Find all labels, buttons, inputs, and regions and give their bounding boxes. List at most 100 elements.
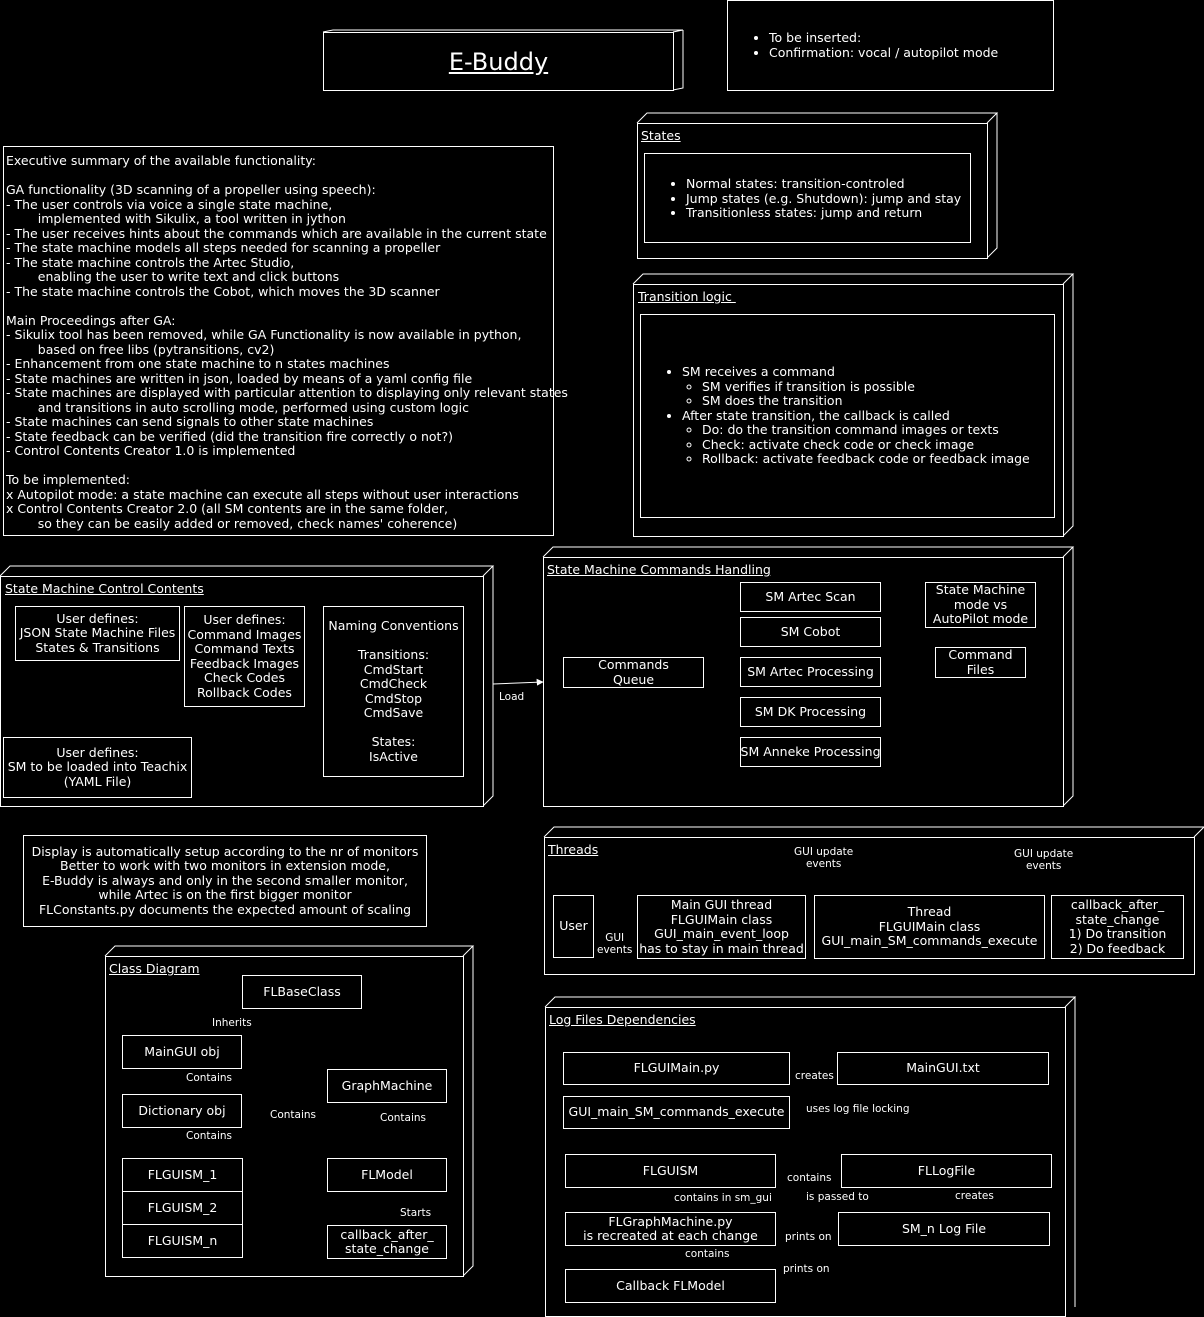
summary-line: - State feedback can be verified (did th… — [6, 428, 453, 444]
summary-line: implemented with Sikulix, a tool written… — [6, 211, 346, 226]
summary-line: Executive summary of the available funct… — [6, 153, 316, 168]
summary-line: - Control Contents Creator 1.0 is implem… — [6, 443, 296, 458]
dictionary-box: Dictionary obj — [122, 1094, 242, 1128]
summary-line: enabling the user to write text and clic… — [6, 269, 340, 284]
summary-line: - The state machine controls the Artec S… — [6, 254, 295, 270]
flguimain-box: FLGUIMain.py — [563, 1052, 790, 1085]
diagram-title: E-Buddy — [448, 47, 549, 76]
sm-mode-box: State Machine mode vs AutoPilot mode — [925, 582, 1036, 628]
sm-thread-box: Thread FLGUIMain class GUI_main_SM_comma… — [814, 895, 1045, 959]
summary-line — [6, 299, 568, 314]
inherits-label: Inherits — [212, 1017, 252, 1029]
transition-subitem: Check: activate check code or check imag… — [702, 437, 1030, 453]
graphmachine-box: GraphMachine — [327, 1069, 447, 1103]
gui-update-label: GUI update events — [794, 846, 854, 870]
prints-on-label: prints on — [785, 1231, 832, 1243]
starts-label: Starts — [400, 1207, 432, 1219]
commands-execute-box: GUI_main_SM_commands_execute — [563, 1096, 790, 1129]
transition-title: Transition logic — [638, 289, 736, 304]
summary-line: - State machines can send signals to oth… — [6, 414, 374, 429]
transition-item: After state transition, the callback is … — [682, 408, 1030, 424]
maingui-txt-box: MainGUI.txt — [837, 1052, 1049, 1085]
contains-label: Contains — [186, 1072, 233, 1084]
state-item: Transitionless states: jump and return — [686, 205, 961, 221]
locking-label: uses log file locking — [806, 1103, 910, 1115]
prints-on-label: prints on — [783, 1263, 830, 1275]
gui-events-label: GUI events — [597, 932, 633, 956]
summary-line: x Autopilot mode: a state machine can ex… — [6, 486, 519, 502]
summary-line: - The user controls via voice a single s… — [6, 196, 333, 212]
contains-label: Contains — [380, 1112, 427, 1124]
contains-sm-gui-label: contains in sm_gui — [674, 1192, 772, 1204]
fllogfile-box: FLLogFile — [841, 1154, 1052, 1188]
todo-item: To be inserted: — [769, 30, 998, 46]
states-panel: States Normal states: transition-control… — [637, 123, 988, 259]
flmodel-box: FLModel — [327, 1158, 447, 1192]
command-files-box: Command Files — [935, 647, 1026, 678]
user-box: User — [553, 895, 594, 958]
diagram-title-box: E-Buddy — [323, 32, 674, 91]
command-definition-box: User defines: Command Images Command Tex… — [184, 606, 305, 707]
creates-label: creates — [795, 1070, 834, 1082]
summary-line: so they can be easily added or removed, … — [6, 515, 458, 531]
todo-note: To be inserted: Confirmation: vocal / au… — [727, 0, 1054, 91]
summary-line: based on free libs (pytransitions, cv2) — [6, 341, 275, 357]
commands-title: State Machine Commands Handling — [547, 562, 771, 577]
states-list-box: Normal states: transition-controled Jump… — [644, 153, 971, 243]
threads-title: Threads — [548, 842, 599, 857]
transition-item: SM receives a command — [682, 364, 1030, 380]
flgraphmachine-box: FLGraphMachine.py is recreated at each c… — [565, 1212, 776, 1246]
json-definition-box: User defines: JSON State Machine Files S… — [15, 606, 180, 661]
summary-line: To be implemented: — [6, 472, 131, 487]
state-item: Jump states (e.g. Shutdown): jump and st… — [686, 191, 961, 207]
flbaseclass-box: FLBaseClass — [242, 975, 362, 1009]
flguism-log-box: FLGUISM — [565, 1154, 776, 1188]
states-list: Normal states: transition-controled Jump… — [670, 176, 961, 221]
class-callback-box: callback_after_ state_change — [327, 1225, 447, 1259]
log-files-title: Log Files Dependencies — [549, 1012, 696, 1027]
passed-label: is passed to — [806, 1191, 869, 1203]
summary-line: - The state machine controls the Cobot, … — [6, 283, 440, 299]
display-note: Display is automatically setup according… — [23, 835, 427, 927]
control-title: State Machine Control Contents — [5, 581, 204, 596]
summary-line: - State machines are displayed with part… — [6, 385, 568, 400]
transition-logic-panel: Transition logic SM receives a command S… — [633, 284, 1064, 537]
sm-box: SM Anneke Processing — [740, 737, 881, 767]
contains-label: Contains — [186, 1130, 233, 1142]
summary-text: Executive summary of the available funct… — [6, 153, 568, 531]
main-gui-thread-box: Main GUI thread FLGUIMain class GUI_main… — [637, 895, 806, 959]
contains-label: contains — [787, 1172, 832, 1184]
summary-line: and transitions in auto scrolling mode, … — [6, 399, 469, 415]
transition-list-box: SM receives a command SM verifies if tra… — [640, 314, 1055, 518]
summary-line: Main Proceedings after GA: — [6, 312, 176, 328]
commands-queue-box: Commands Queue — [563, 657, 704, 688]
load-label: Load — [499, 691, 525, 703]
sm-box: SM DK Processing — [740, 697, 881, 727]
maingui-box: MainGUI obj — [122, 1035, 242, 1069]
transition-subitem: SM verifies if transition is possible — [702, 379, 1030, 395]
transition-subitem: SM does the transition — [702, 393, 1030, 409]
summary-line: GA functionality (3D scanning of a prope… — [6, 182, 376, 197]
summary-line — [6, 169, 568, 184]
todo-list: To be inserted: Confirmation: vocal / au… — [753, 30, 998, 60]
sm-n-log-box: SM_n Log File — [838, 1212, 1050, 1246]
yaml-definition-box: User defines: SM to be loaded into Teach… — [3, 737, 192, 798]
gui-update-label: GUI update events — [1014, 848, 1074, 872]
class-diagram-title: Class Diagram — [109, 961, 200, 976]
contains-label: Contains — [270, 1109, 317, 1121]
executive-summary: Executive summary of the available funct… — [3, 146, 568, 536]
summary-line: x Control Contents Creator 2.0 (all SM c… — [6, 501, 448, 516]
state-item: Normal states: transition-controled — [686, 176, 961, 192]
flguism-box: FLGUISM_1 — [122, 1158, 243, 1192]
transition-subitem: Rollback: activate feedback code or feed… — [702, 451, 1030, 467]
sm-box: SM Artec Processing — [740, 657, 881, 687]
summary-line: - State machines are written in json, lo… — [6, 370, 473, 386]
sm-box: SM Artec Scan — [740, 582, 881, 612]
summary-line: - Enhancement from one state machine to … — [6, 356, 390, 371]
transition-subitem: Do: do the transition command images or … — [702, 422, 1030, 438]
sm-box: SM Cobot — [740, 617, 881, 647]
naming-conventions-box: Naming Conventions Transitions: CmdStart… — [323, 606, 464, 777]
summary-line — [6, 459, 568, 474]
summary-line: - The state machine models all steps nee… — [6, 240, 441, 255]
summary-line: - The user receives hints about the comm… — [6, 225, 547, 241]
